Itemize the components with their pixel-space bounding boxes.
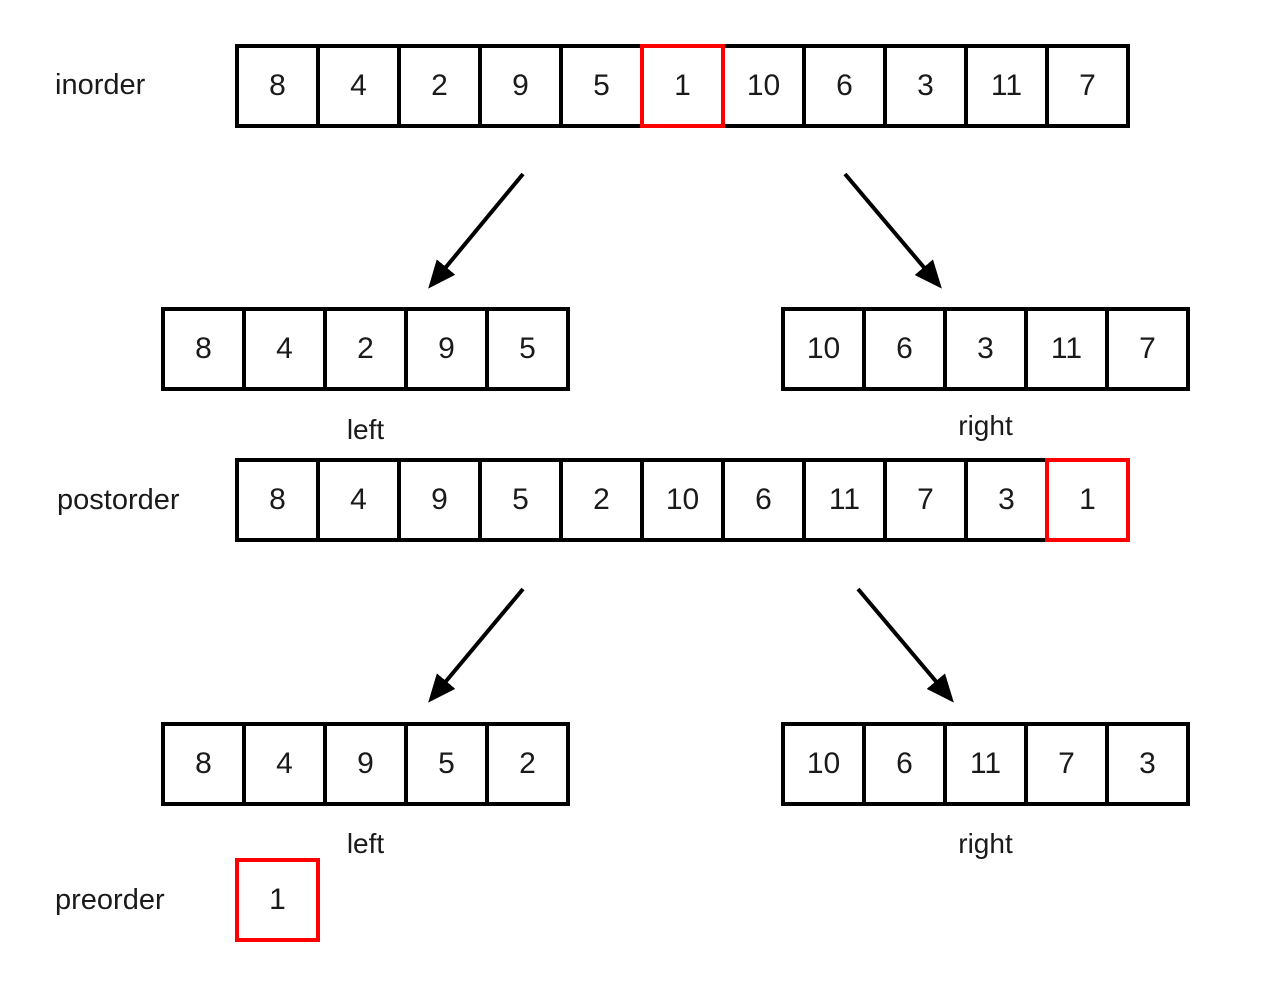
array-cell: 5 <box>404 722 489 806</box>
array-cell: 10 <box>781 722 866 806</box>
array-cell: 9 <box>478 44 563 128</box>
array-cell: 8 <box>235 44 320 128</box>
array-cell: 9 <box>404 307 489 391</box>
inorder-right-caption: right <box>958 410 1013 441</box>
array-cell: 11 <box>1024 307 1109 391</box>
array-cell: 11 <box>802 458 887 542</box>
array-cell: 5 <box>485 307 570 391</box>
array-cell-root: 1 <box>640 44 725 128</box>
array-cell: 9 <box>397 458 482 542</box>
array-cell: 11 <box>964 44 1049 128</box>
array-cell: 3 <box>883 44 968 128</box>
array-cell: 7 <box>1045 44 1130 128</box>
array-cell: 6 <box>862 307 947 391</box>
array-cell: 4 <box>316 458 401 542</box>
array-cell: 5 <box>478 458 563 542</box>
postorder-right-caption: right <box>958 828 1013 859</box>
array-cell: 10 <box>640 458 725 542</box>
array-cell: 11 <box>943 722 1028 806</box>
array-cell: 4 <box>242 722 327 806</box>
preorder-label: preorder <box>55 884 165 916</box>
postorder-left-caption: left <box>346 828 385 859</box>
array-cell: 8 <box>161 722 246 806</box>
array-cell: 8 <box>235 458 320 542</box>
preorder-array: 1 <box>235 858 320 942</box>
array-cell-root: 1 <box>1045 458 1130 542</box>
array-cell: 7 <box>883 458 968 542</box>
arrow-down-left-icon <box>428 172 525 289</box>
postorder-left-array: 8 4 9 5 2 <box>161 722 570 806</box>
array-cell: 3 <box>1105 722 1190 806</box>
arrow-down-left-icon <box>428 587 525 703</box>
array-cell: 6 <box>802 44 887 128</box>
arrow-down-right-icon <box>843 172 942 289</box>
array-cell: 4 <box>242 307 327 391</box>
array-cell: 3 <box>964 458 1049 542</box>
array-cell: 7 <box>1024 722 1109 806</box>
inorder-left-caption: left <box>346 414 385 445</box>
array-cell: 7 <box>1105 307 1190 391</box>
array-cell-root: 1 <box>235 858 320 942</box>
postorder-right-array: 10 6 11 7 3 <box>781 722 1190 806</box>
array-cell: 10 <box>781 307 866 391</box>
array-cell: 8 <box>161 307 246 391</box>
array-cell: 3 <box>943 307 1028 391</box>
array-cell: 2 <box>323 307 408 391</box>
array-cell: 6 <box>862 722 947 806</box>
array-cell: 4 <box>316 44 401 128</box>
inorder-label: inorder <box>55 69 146 101</box>
array-cell: 2 <box>397 44 482 128</box>
postorder-array: 8 4 9 5 2 10 6 11 7 3 1 <box>235 458 1130 542</box>
inorder-left-array: 8 4 2 9 5 <box>161 307 570 391</box>
array-cell: 10 <box>721 44 806 128</box>
arrow-down-right-icon <box>856 587 954 703</box>
array-cell: 5 <box>559 44 644 128</box>
inorder-array: 8 4 2 9 5 1 10 6 3 11 7 <box>235 44 1130 128</box>
array-cell: 2 <box>485 722 570 806</box>
postorder-label: postorder <box>57 484 180 516</box>
array-cell: 9 <box>323 722 408 806</box>
array-cell: 6 <box>721 458 806 542</box>
inorder-right-array: 10 6 3 11 7 <box>781 307 1190 391</box>
array-cell: 2 <box>559 458 644 542</box>
